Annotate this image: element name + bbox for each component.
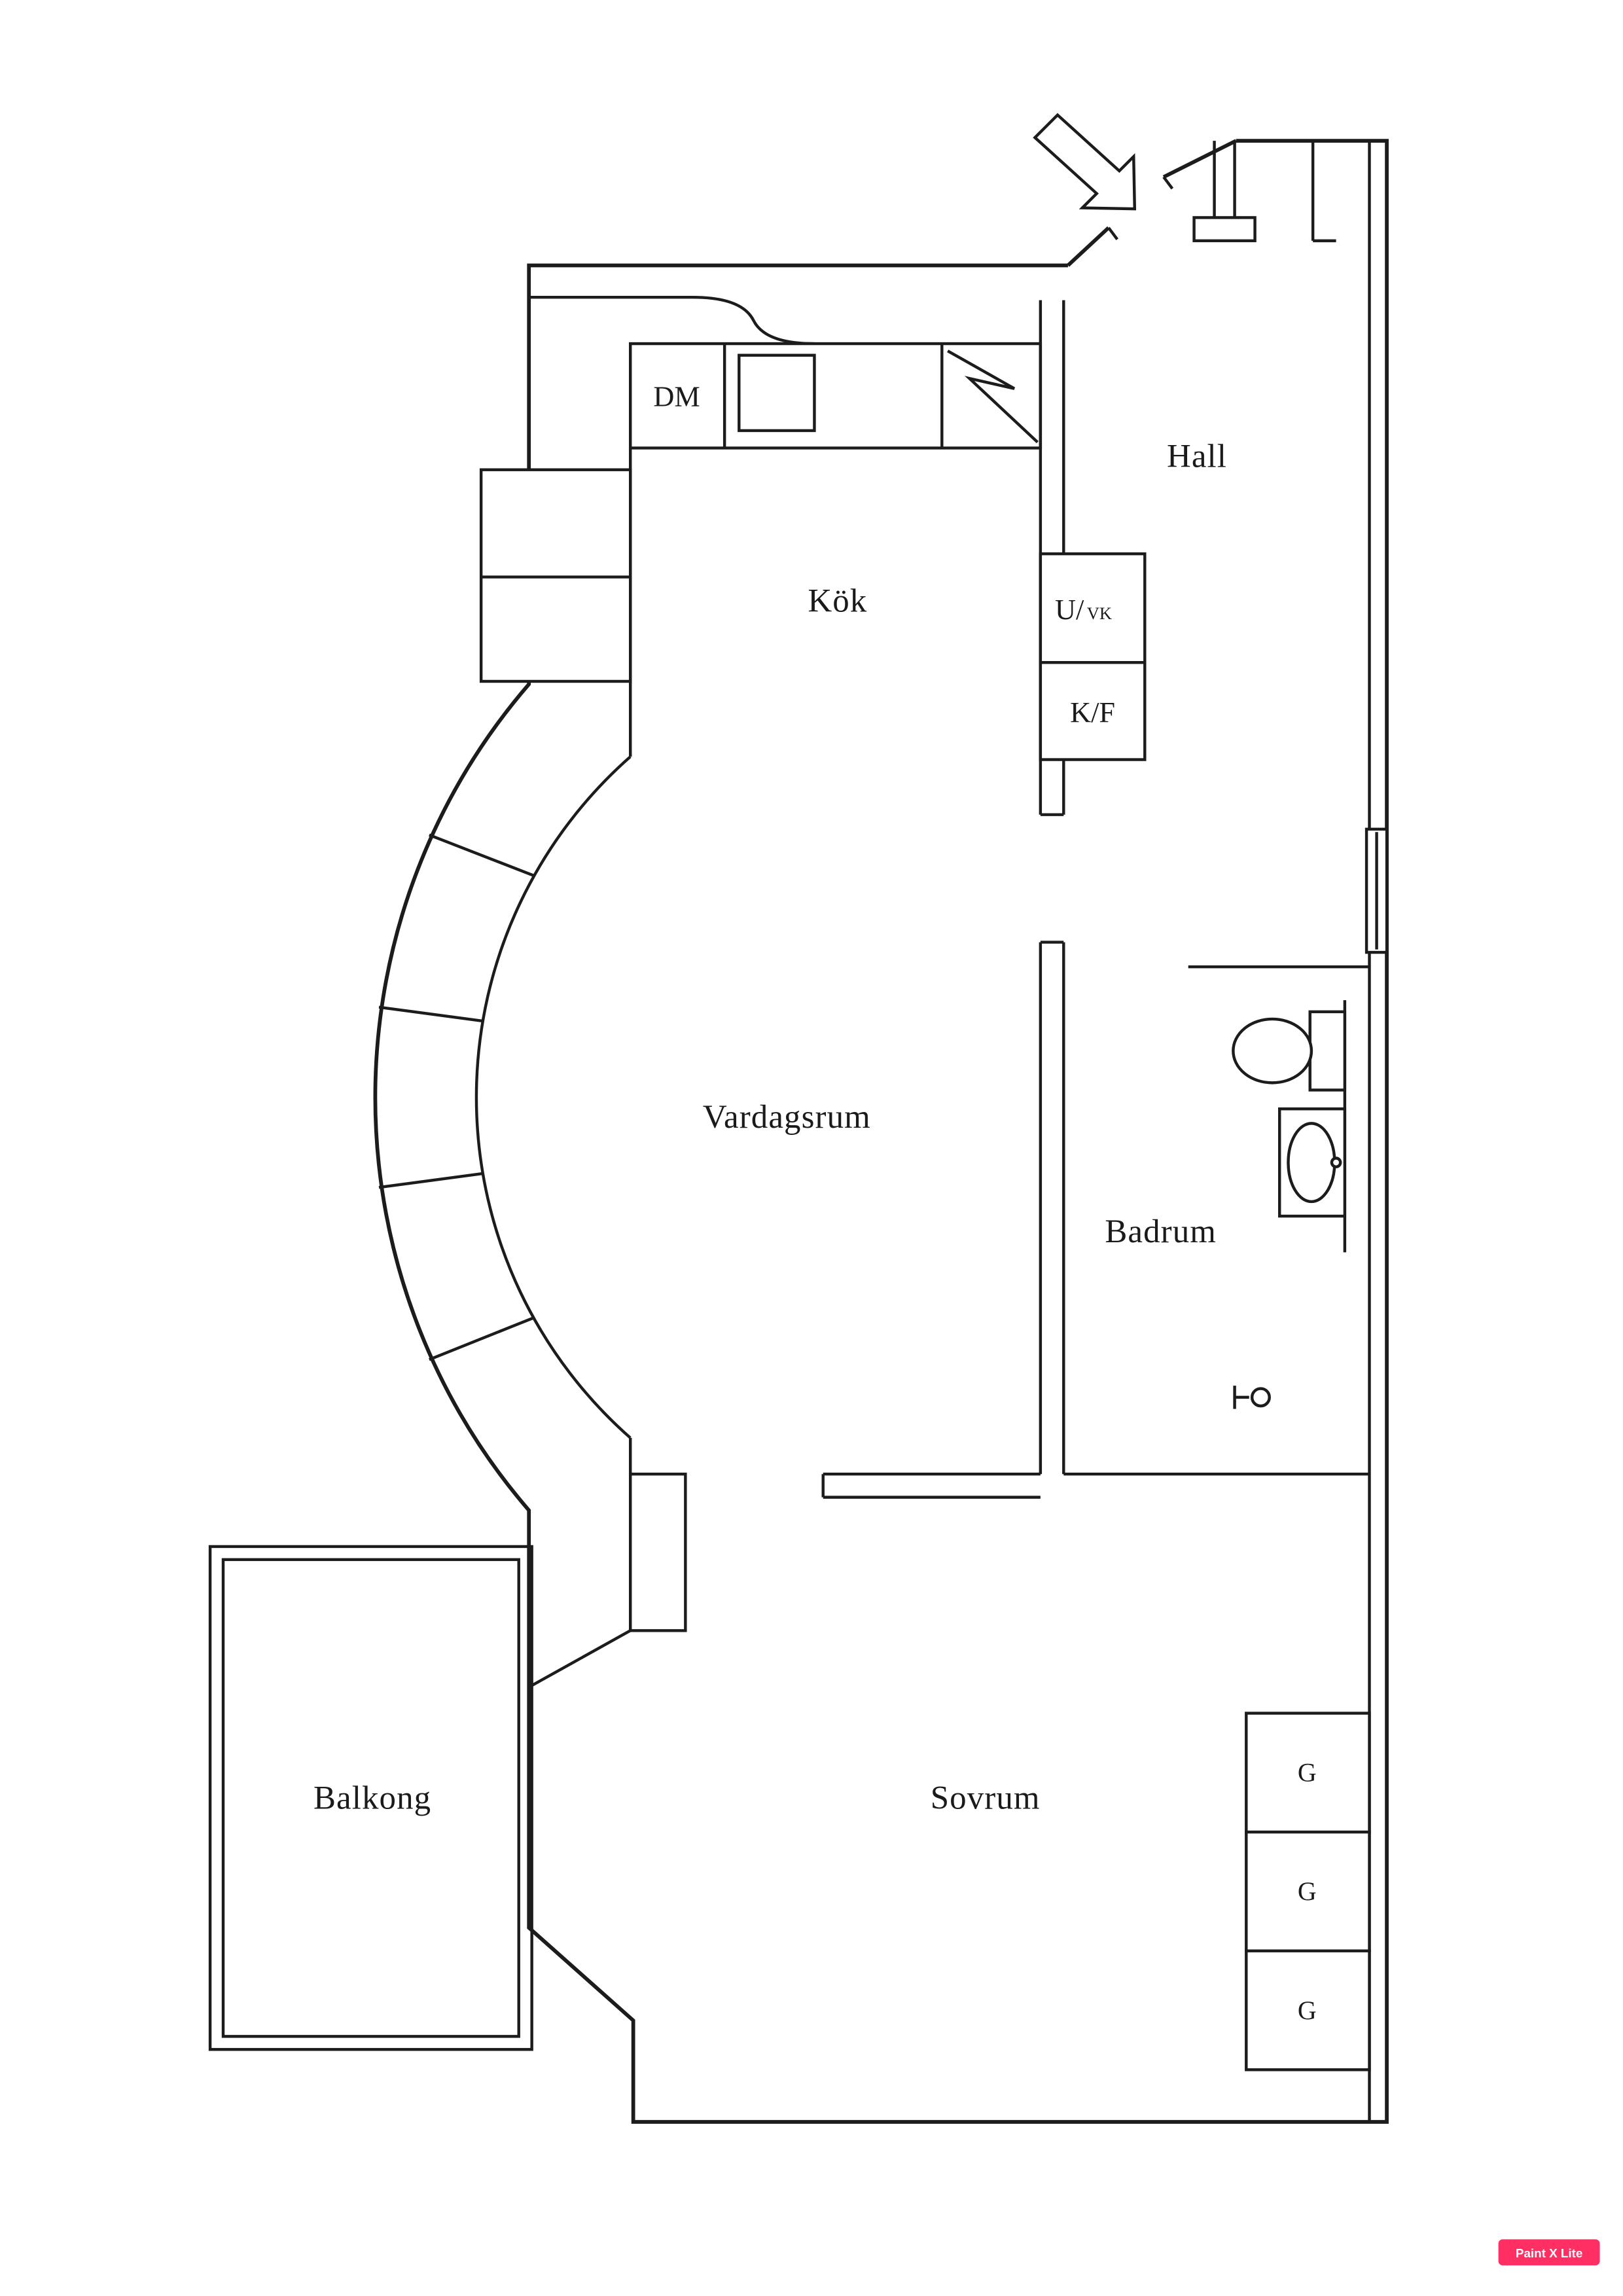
bay-mullion-2 (378, 1005, 484, 1023)
right-window (1364, 827, 1389, 954)
wardrobe-g-2 (1245, 1830, 1371, 1952)
oven-label-part: U/ (1055, 594, 1084, 626)
bay-south-diagonal (528, 1629, 632, 1689)
watermark: Paint X Lite (1498, 2239, 1600, 2266)
room-label-balcony: Balkong (313, 1780, 431, 1817)
bay-south-pier (629, 1473, 687, 1632)
room-label-kitchen: Kök (808, 583, 867, 620)
wardrobe-g-1 (1245, 1712, 1371, 1834)
oven-vk-label: U/VK (1055, 594, 1112, 626)
wardrobe-label-1: G (1298, 1758, 1317, 1787)
bay-window (378, 755, 687, 1689)
room-label-living: Vardagsrum (703, 1099, 871, 1136)
room-label-hall: Hall (1167, 438, 1227, 475)
shower-valve-icon (1233, 1386, 1271, 1409)
valve-knob (1250, 1387, 1271, 1408)
bay-inner-arc (474, 755, 632, 1439)
wardrobe-g-3 (1245, 1949, 1371, 2072)
kitchen-sink (738, 353, 816, 433)
sink-basin (1287, 1122, 1336, 1204)
entry-door-jambs (1107, 176, 1174, 240)
watermark-badge (1498, 2239, 1600, 2266)
room-label-bathroom: Badrum (1105, 1213, 1217, 1250)
hall-pier-flange (1192, 216, 1257, 243)
hall-pier (1213, 141, 1236, 218)
outer-wall-outline (373, 139, 1389, 2124)
wardrobe-label-2: G (1298, 1876, 1317, 1906)
sink-tap (1330, 1157, 1342, 1169)
hall-wall-stubs (1192, 141, 1336, 243)
top-wall-inner-face (529, 296, 815, 346)
bay-mullion-3 (378, 1172, 484, 1189)
dishwasher-label: DM (653, 380, 700, 412)
balcony (208, 1545, 533, 2051)
watermark-label: Paint X Lite (1516, 2246, 1582, 2260)
stove-icon (947, 350, 1039, 444)
entrance-arrow-icon (1033, 113, 1137, 211)
toilet-tank (1308, 1010, 1347, 1092)
room-label-bedroom: Sovrum (931, 1780, 1041, 1817)
toilet-icon (1232, 1010, 1347, 1092)
toilet-bowl (1232, 1017, 1313, 1085)
wardrobe-label-3: G (1298, 1996, 1317, 2025)
bay-mullion-1 (429, 833, 535, 878)
counter-dividers (722, 344, 944, 448)
fridge-freezer-label: K/F (1070, 696, 1115, 728)
valve-lines (1233, 1386, 1249, 1409)
balcony-outer-rail (208, 1545, 533, 2051)
balcony-inner-rail (221, 1558, 520, 2038)
sink-icon (1278, 1107, 1347, 1218)
bathroom-elements (1039, 941, 1370, 1476)
wardrobes: G G G (1245, 1712, 1371, 2072)
hall-closet-stub (1311, 141, 1336, 243)
kitchen-counter (629, 342, 1043, 450)
vk-label-part: VK (1087, 603, 1112, 623)
kitchen-elements (479, 300, 1147, 816)
bathroom-west-wall (1039, 941, 1065, 1475)
entry-diagonal-wall (1066, 139, 1238, 267)
bay-mullion-4 (429, 1316, 535, 1361)
living-bedroom-wall (821, 1473, 1041, 1499)
appliance-cabinet-fridge (1039, 661, 1147, 761)
